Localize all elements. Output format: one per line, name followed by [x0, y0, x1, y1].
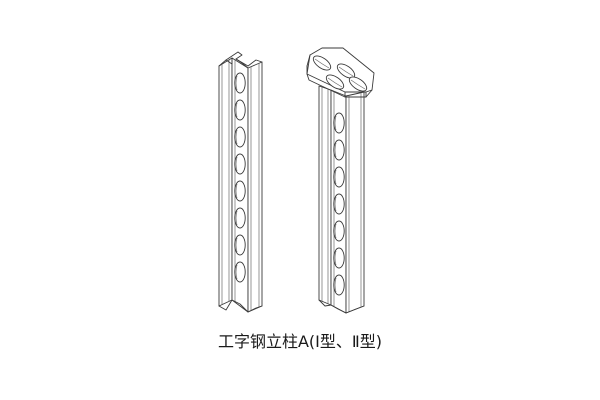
type-i-column	[218, 51, 263, 313]
type-ii-column	[306, 47, 375, 314]
type-ii-holes	[333, 112, 345, 296]
cap-slot-holes	[312, 55, 368, 92]
type-i-holes	[234, 72, 246, 283]
figure-caption: 工字钢立柱A(Ⅰ型、Ⅱ型)	[217, 332, 383, 351]
